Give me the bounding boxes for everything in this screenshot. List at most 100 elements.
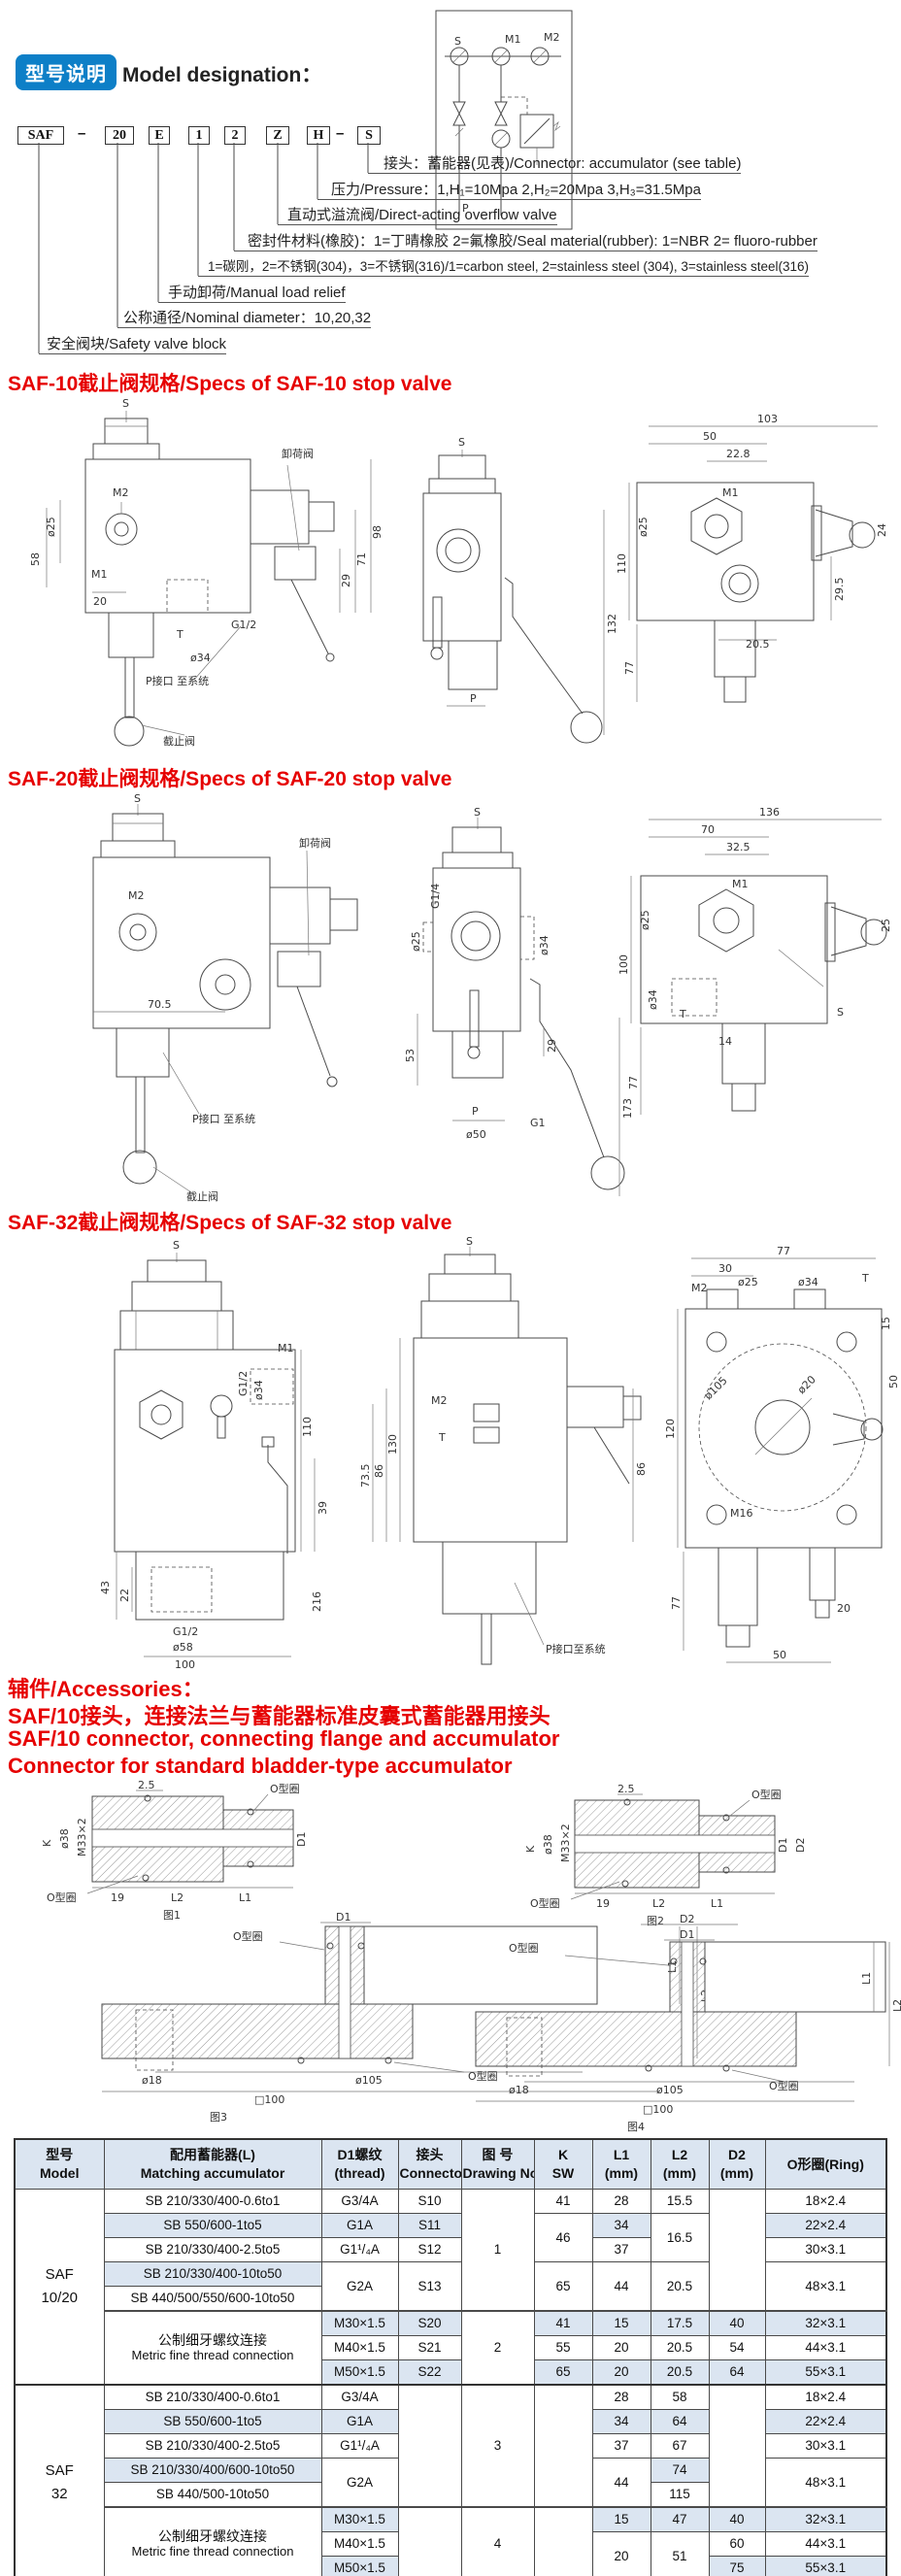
saf20-view-front: S 卸荷阀 M2 70.5 P接口 至系统 截止阀	[92, 792, 358, 1203]
svg-text:K: K	[524, 1845, 537, 1853]
cell-conn: S11	[397, 2213, 462, 2238]
svg-text:G1/2: G1/2	[173, 1625, 198, 1638]
cell-acc: SB 210/330/400-0.6to1	[103, 2384, 322, 2410]
svg-text:D1: D1	[680, 1928, 694, 1941]
cell-drawing: 4	[460, 2506, 535, 2576]
svg-text:L2: L2	[652, 1897, 665, 1910]
page-title: Model designation：	[122, 64, 322, 86]
svg-text:25: 25	[880, 919, 892, 932]
svg-text:39: 39	[317, 1501, 329, 1515]
svg-text:O型圈: O型圈	[47, 1890, 77, 1904]
svg-text:S: S	[134, 792, 141, 805]
cell-d1: M30×1.5	[320, 2506, 399, 2532]
svg-text:L1: L1	[860, 1972, 873, 1985]
cell-d1: M30×1.5	[320, 2310, 399, 2336]
svg-text:P: P	[470, 692, 477, 705]
cell-conn: S21	[397, 2335, 462, 2360]
cell-ring: 32×3.1	[764, 2310, 887, 2336]
fig3-caption: 图3	[210, 2111, 227, 2124]
svg-text:110: 110	[616, 553, 628, 574]
svg-text:M16: M16	[730, 1507, 753, 1520]
svg-text:22: 22	[118, 1589, 131, 1602]
heading-accessories: 辅件/Accessories：	[8, 1677, 204, 1701]
code-box-1: 1	[188, 126, 210, 145]
svg-text:G1/2: G1/2	[231, 619, 256, 631]
svg-text:77: 77	[670, 1596, 683, 1610]
desc-body-material: 1=碳刚，2=不锈钢(304)，3=不锈钢(316)/1=carbon stee…	[198, 257, 810, 277]
table-row: M50×1.5 75 55×3.1	[15, 2556, 887, 2576]
saf10-view-top: 103 50 22.8 M1 ø25 110 24 29.5 20.5 77	[616, 413, 888, 703]
cell-drawing: 3	[460, 2384, 535, 2508]
svg-text:20.5: 20.5	[746, 638, 770, 651]
table-row: SB 210/330/400-2.5to5 G1¹/₄A S12 37 30×3…	[15, 2237, 887, 2262]
table-row: M40×1.5 S21 55 20 20.5 54 44×3.1	[15, 2335, 887, 2360]
table-row: M50×1.5 S22 65 20 20.5 64 55×3.1	[15, 2359, 887, 2386]
svg-text:G1/4: G1/4	[429, 884, 442, 909]
svg-text:ø105: ø105	[355, 2074, 383, 2087]
svg-text:22.8: 22.8	[726, 448, 751, 460]
hydraulic-circuit-diagram: S M1 M2 P	[435, 10, 573, 230]
svg-text:M2: M2	[431, 1394, 448, 1407]
desc-seal-material: 密封件材料(橡胶)：1=丁晴橡胶 2=氟橡胶/Seal material(rub…	[234, 232, 818, 251]
cell-d2: 40	[708, 2310, 766, 2336]
cell-l2: 15.5	[650, 2189, 710, 2214]
svg-text:T: T	[679, 1008, 686, 1020]
cell-ring: 48×3.1	[764, 2261, 887, 2312]
table-row: SB 440/500-10to50 115	[15, 2482, 886, 2508]
cell-ring: 55×3.1	[764, 2556, 887, 2576]
code-box-saf: SAF	[17, 126, 64, 145]
cell-ring: 48×3.1	[764, 2458, 887, 2508]
cell-l1: 44	[591, 2261, 651, 2312]
circuit-port-m2: M2	[544, 31, 560, 44]
cell-l2: 20.5	[650, 2359, 710, 2386]
svg-text:S: S	[837, 1006, 844, 1019]
cell-d1: M50×1.5	[320, 2556, 399, 2576]
svg-text:O型圈: O型圈	[751, 1788, 782, 1801]
cell-l2: 16.5	[650, 2213, 710, 2262]
cell-ring: 44×3.1	[764, 2335, 887, 2360]
svg-text:ø34: ø34	[798, 1276, 818, 1288]
cell-acc: SB 210/330/400-0.6to1	[103, 2189, 322, 2214]
cell-acc: SB 210/330/400-10to50	[103, 2261, 322, 2287]
cell-l1: 15	[591, 2506, 651, 2532]
svg-text:M2: M2	[113, 486, 129, 499]
cell-d2-empty	[708, 2384, 766, 2508]
svg-text:71: 71	[355, 552, 368, 566]
cell-d1: G1¹/₄A	[320, 2237, 399, 2262]
cell-d2: 60	[708, 2531, 766, 2557]
cell-k: 41	[533, 2310, 593, 2336]
table-row: M40×1.5 20 51 60 44×3.1	[15, 2531, 887, 2576]
heading-acc-en1: SAF/10 connector, connecting flange and …	[8, 1726, 560, 1751]
saf32-view-side: S M2 T 130 86 73.5 86 P接口至系统	[359, 1235, 648, 1665]
model-designation-badge: 型号说明	[16, 54, 117, 90]
cell-d1: G1A	[320, 2213, 399, 2238]
svg-text:32.5: 32.5	[726, 841, 751, 853]
svg-text:86: 86	[373, 1464, 385, 1478]
cell-ring: 55×3.1	[764, 2359, 887, 2386]
cell-ring: 32×3.1	[764, 2506, 887, 2532]
svg-text:ø20: ø20	[795, 1373, 818, 1396]
svg-text:29: 29	[546, 1039, 558, 1053]
cell-d2: 54	[708, 2335, 766, 2360]
cell-d2-empty	[708, 2189, 766, 2312]
cell-d1: G2A	[320, 2458, 399, 2508]
table-row: SB 210/330/400-2.5to5 G1¹/₄A 37 67 30×3.…	[15, 2433, 887, 2459]
fig4-caption: 图4	[627, 2121, 645, 2133]
heading-acc-cn: SAF/10接头，连接法兰与蓄能器标准皮囊式蓄能器用接头	[8, 1704, 551, 1728]
table-row: SB 550/600-1to5 G1A S11 46 34 16.5 22×2.…	[15, 2213, 887, 2262]
svg-text:ø18: ø18	[142, 2074, 162, 2087]
svg-text:ø25: ø25	[45, 517, 57, 537]
svg-text:D2: D2	[794, 1838, 807, 1853]
svg-text:98: 98	[371, 525, 384, 539]
heading-saf20: SAF-20截止阀规格/Specs of SAF-20 stop valve	[8, 768, 452, 790]
svg-text:□100: □100	[254, 2093, 284, 2106]
saf10-drawing: S 卸荷阀 M2 ø25 58 M1 20 T G1/2 ø34 98 71 2…	[29, 397, 888, 748]
cell-l1: 20	[591, 2531, 651, 2576]
cell-l2: 67	[650, 2433, 710, 2459]
